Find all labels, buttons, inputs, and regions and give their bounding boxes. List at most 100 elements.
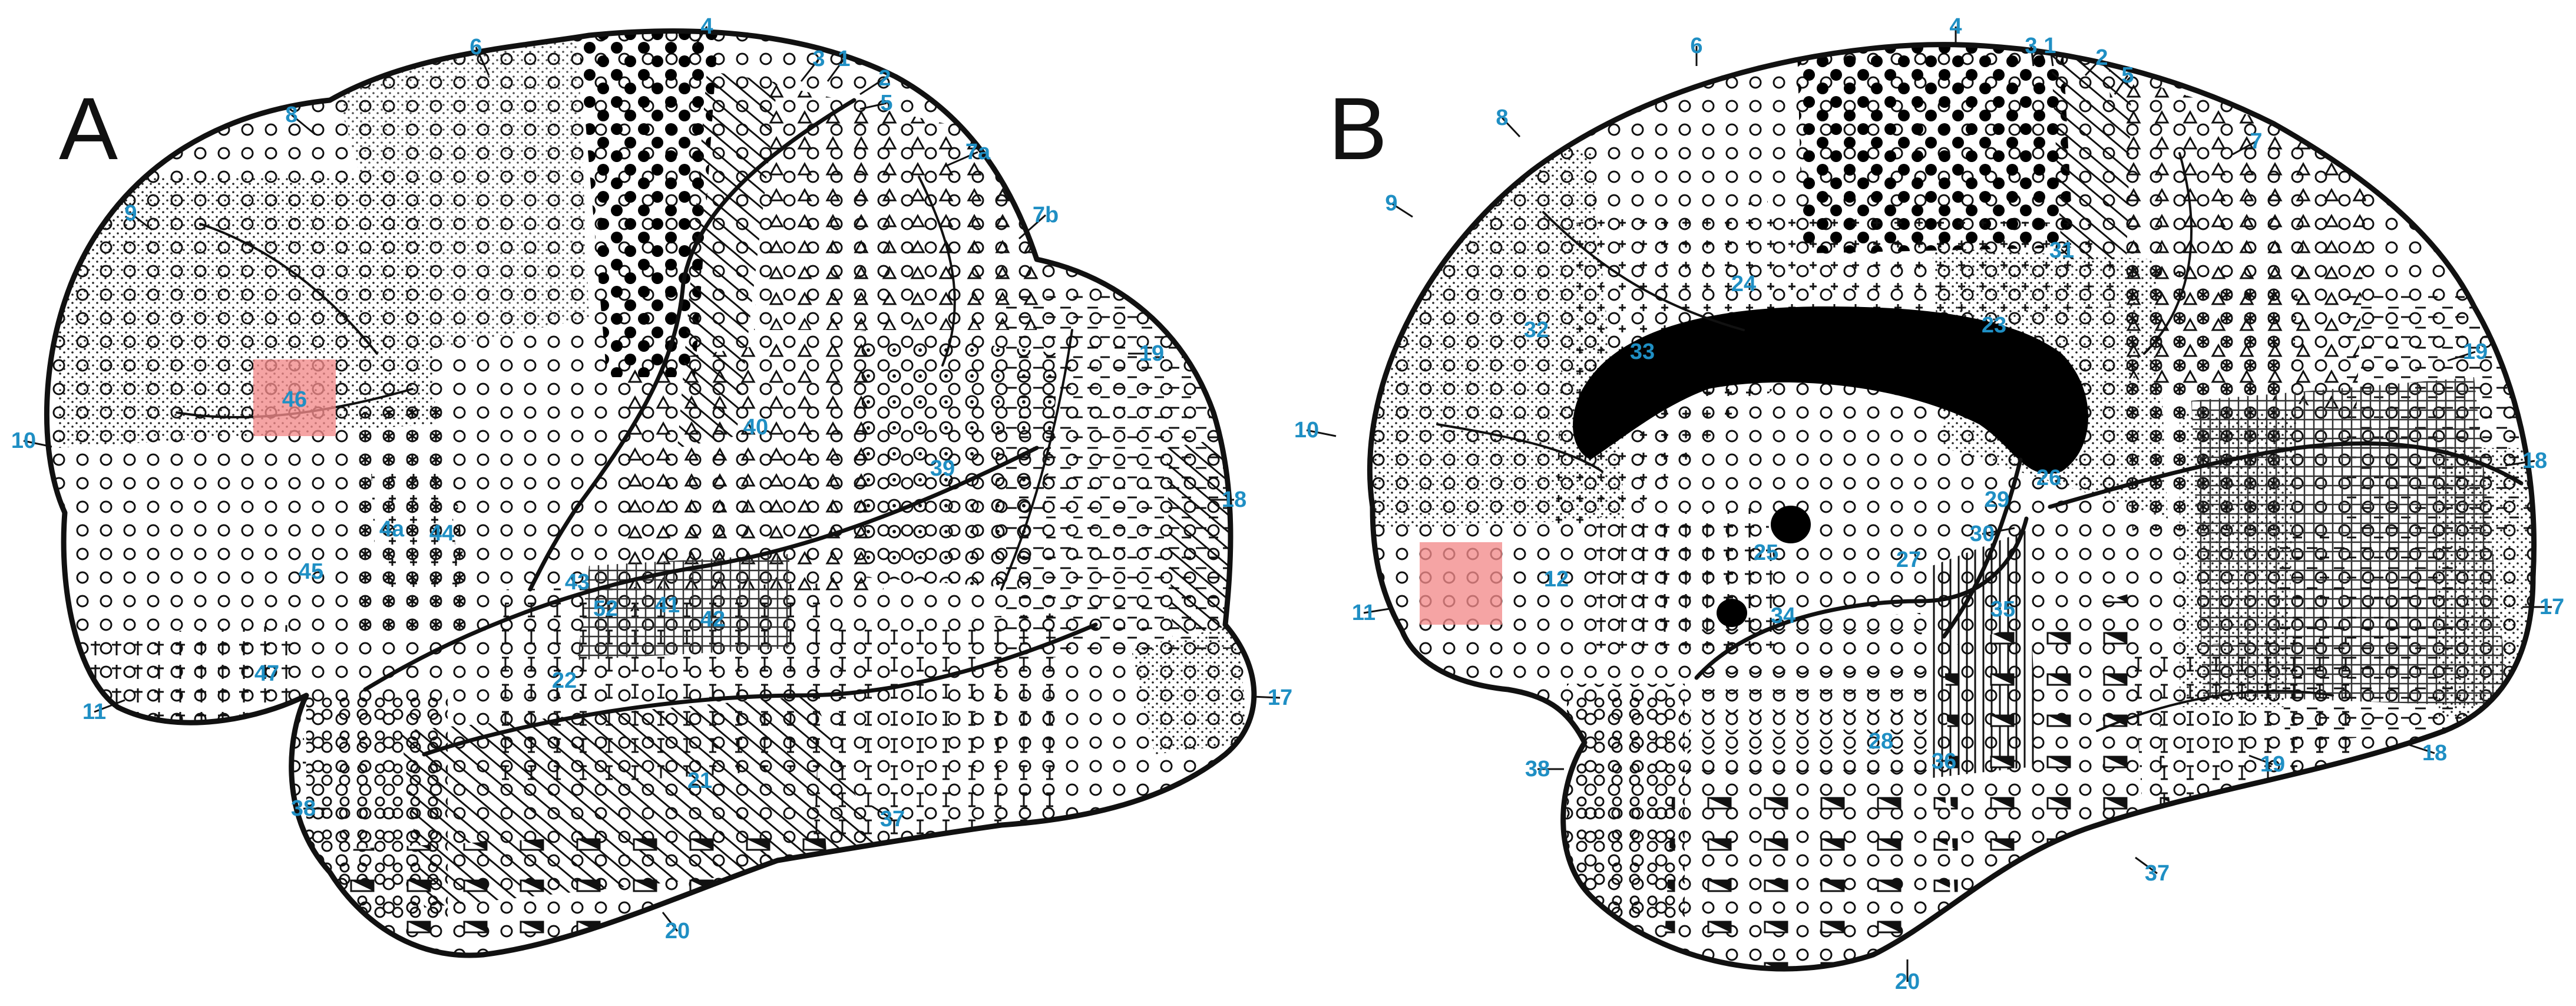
leader-line [2114, 75, 2129, 95]
leader-line [871, 805, 893, 820]
area-label-a-42: 42 [700, 607, 725, 632]
area-label-a-7a: 7a [965, 140, 991, 164]
area-label-b-12: 12 [1544, 567, 1569, 592]
central-sulcus-a [528, 98, 857, 592]
area-label-a-5: 5 [880, 91, 892, 116]
area-label-a-4a: 4a [379, 517, 405, 542]
area-label-a-22: 22 [552, 668, 577, 693]
area-label-a-41: 41 [655, 593, 680, 618]
area-label-b-20: 20 [1895, 969, 1920, 994]
area-label-b-2: 2 [2095, 45, 2108, 70]
leader-line [826, 58, 845, 82]
area-label-a-40: 40 [743, 415, 768, 440]
area-label-b-8: 8 [1496, 105, 1508, 130]
area-label-b-19: 19 [2463, 339, 2488, 364]
leader-line [2505, 460, 2535, 467]
area-label-b-30: 30 [1970, 522, 1995, 546]
area-label-b-31: 31 [2049, 238, 2074, 263]
corpus-callosum [1573, 306, 2088, 474]
area-label-b-6: 6 [1690, 34, 1702, 58]
leader-line [291, 114, 316, 136]
area-label-b-19: 19 [2260, 752, 2285, 777]
area-label-b-34: 34 [1771, 603, 1795, 628]
area-label-b-26: 26 [2036, 466, 2061, 490]
area-label-a-47: 47 [254, 661, 279, 686]
area-label-b-27: 27 [1896, 547, 1921, 572]
leader-line [2049, 45, 2054, 67]
panel-a-lateral-view: A [44, 28, 1257, 958]
area-label-b-32: 32 [1524, 318, 1549, 342]
area-label-a-21: 21 [687, 768, 712, 793]
leader-line [2447, 351, 2476, 362]
leader-line [859, 102, 887, 110]
area-label-a-3: 3 [812, 47, 825, 71]
panel-letter-b: B [1328, 79, 1387, 178]
area-label-b-18: 18 [2522, 448, 2547, 473]
area-label-a-37: 37 [880, 807, 905, 832]
cortex-regions-b [1370, 44, 2534, 969]
area-label-a-52: 52 [593, 596, 618, 621]
leader-line [2409, 744, 2435, 754]
area-label-a-11: 11 [82, 700, 106, 724]
area-label-a-44: 44 [429, 521, 454, 546]
area-label-b-36: 36 [1932, 749, 1956, 774]
area-label-a-8: 8 [285, 103, 297, 127]
area-label-a-9: 9 [124, 201, 137, 226]
leader-line [1391, 202, 1413, 218]
lateral-fissure-a [363, 446, 1039, 692]
leader-line [130, 212, 153, 231]
calcarine-sulcus-b [2048, 441, 2524, 509]
cortex-regions-a [47, 31, 1254, 955]
area-label-b-18: 18 [2422, 741, 2447, 766]
leader-line [662, 912, 679, 932]
panel-letter-a: A [59, 79, 118, 178]
area-label-b-11: 11 [1352, 601, 1375, 625]
hippocampal-sulcus [1694, 516, 2029, 680]
area-label-b-5: 5 [2121, 63, 2134, 88]
area-label-b-3: 3 [2025, 34, 2037, 58]
area-label-a-43: 43 [565, 570, 590, 595]
leader-line [694, 26, 708, 47]
area-label-b-7: 7 [2250, 129, 2262, 154]
highlight-area-46 [253, 359, 336, 436]
leader-line [1363, 607, 1394, 614]
leader-line [859, 77, 885, 95]
area-label-b-23: 23 [1982, 313, 2006, 338]
area-label-a-1: 1 [838, 47, 850, 71]
leader-line [94, 699, 125, 713]
leader-line [1019, 214, 1046, 240]
area-label-a-46: 46 [282, 387, 307, 412]
area-label-b-25: 25 [1754, 540, 1778, 565]
hemisphere-outline-b [1367, 42, 2537, 972]
area-label-b-24: 24 [1731, 272, 1756, 296]
area-label-a-39: 39 [930, 456, 955, 481]
area-label-a-19: 19 [1139, 341, 1164, 366]
leader-line [1501, 117, 1521, 138]
area-label-b-35: 35 [1990, 597, 2015, 622]
area-label-a-45: 45 [299, 559, 323, 584]
leader-line [1251, 695, 1281, 699]
area-label-a-4: 4 [700, 14, 713, 39]
leader-line [1306, 429, 1337, 437]
leader-line [2232, 140, 2257, 156]
leader-line [23, 440, 52, 448]
hemisphere-outline-a [44, 28, 1257, 958]
area-label-b-10: 10 [1294, 418, 1319, 443]
leader-line [945, 151, 978, 167]
area-labels: 1234567a7b891011171819202122373839404142… [11, 14, 2564, 994]
area-label-a-38: 38 [291, 796, 316, 821]
leader-line [2135, 856, 2158, 875]
highlight-area-12 [1420, 542, 1502, 625]
area-label-b-29: 29 [1985, 487, 2009, 512]
mammillary-body [1717, 599, 1747, 627]
area-label-b-17: 17 [2539, 595, 2564, 619]
leader-line [475, 47, 490, 76]
area-label-a-18: 18 [1222, 487, 1246, 512]
area-label-a-10: 10 [11, 428, 36, 453]
area-label-b-28: 28 [1869, 729, 1893, 754]
area-label-a-20: 20 [665, 919, 690, 944]
panel-b-medial-view: B [1328, 42, 2537, 972]
area-label-b-1: 1 [2043, 34, 2056, 58]
leader-line [2030, 45, 2035, 67]
